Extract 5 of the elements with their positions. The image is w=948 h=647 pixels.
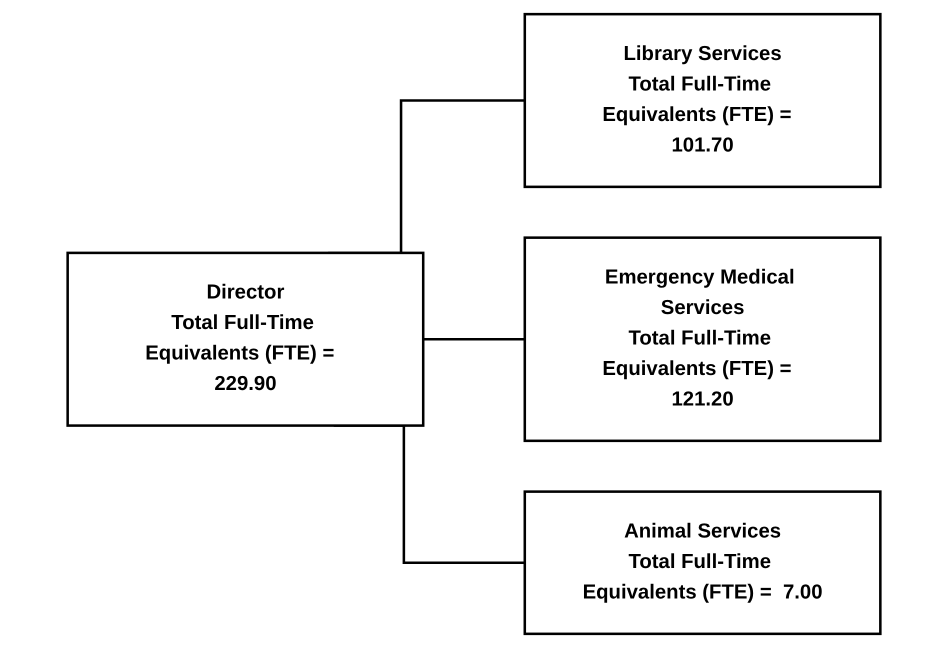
node-box: Animal Services Total Full-Time Equivalents (FTE) = 7.00	[524, 490, 882, 635]
node-box: Emergency Medical Services Total Full-Time Equivalents (FTE) = 121.20	[524, 236, 882, 442]
node-box: Library Services Total Full-Time Equivalents (FTE) = 101.70	[524, 12, 882, 188]
node-box: Director Total Full-Time Equivalents (FTE) = 229.90	[66, 251, 424, 426]
connector	[423, 337, 525, 340]
